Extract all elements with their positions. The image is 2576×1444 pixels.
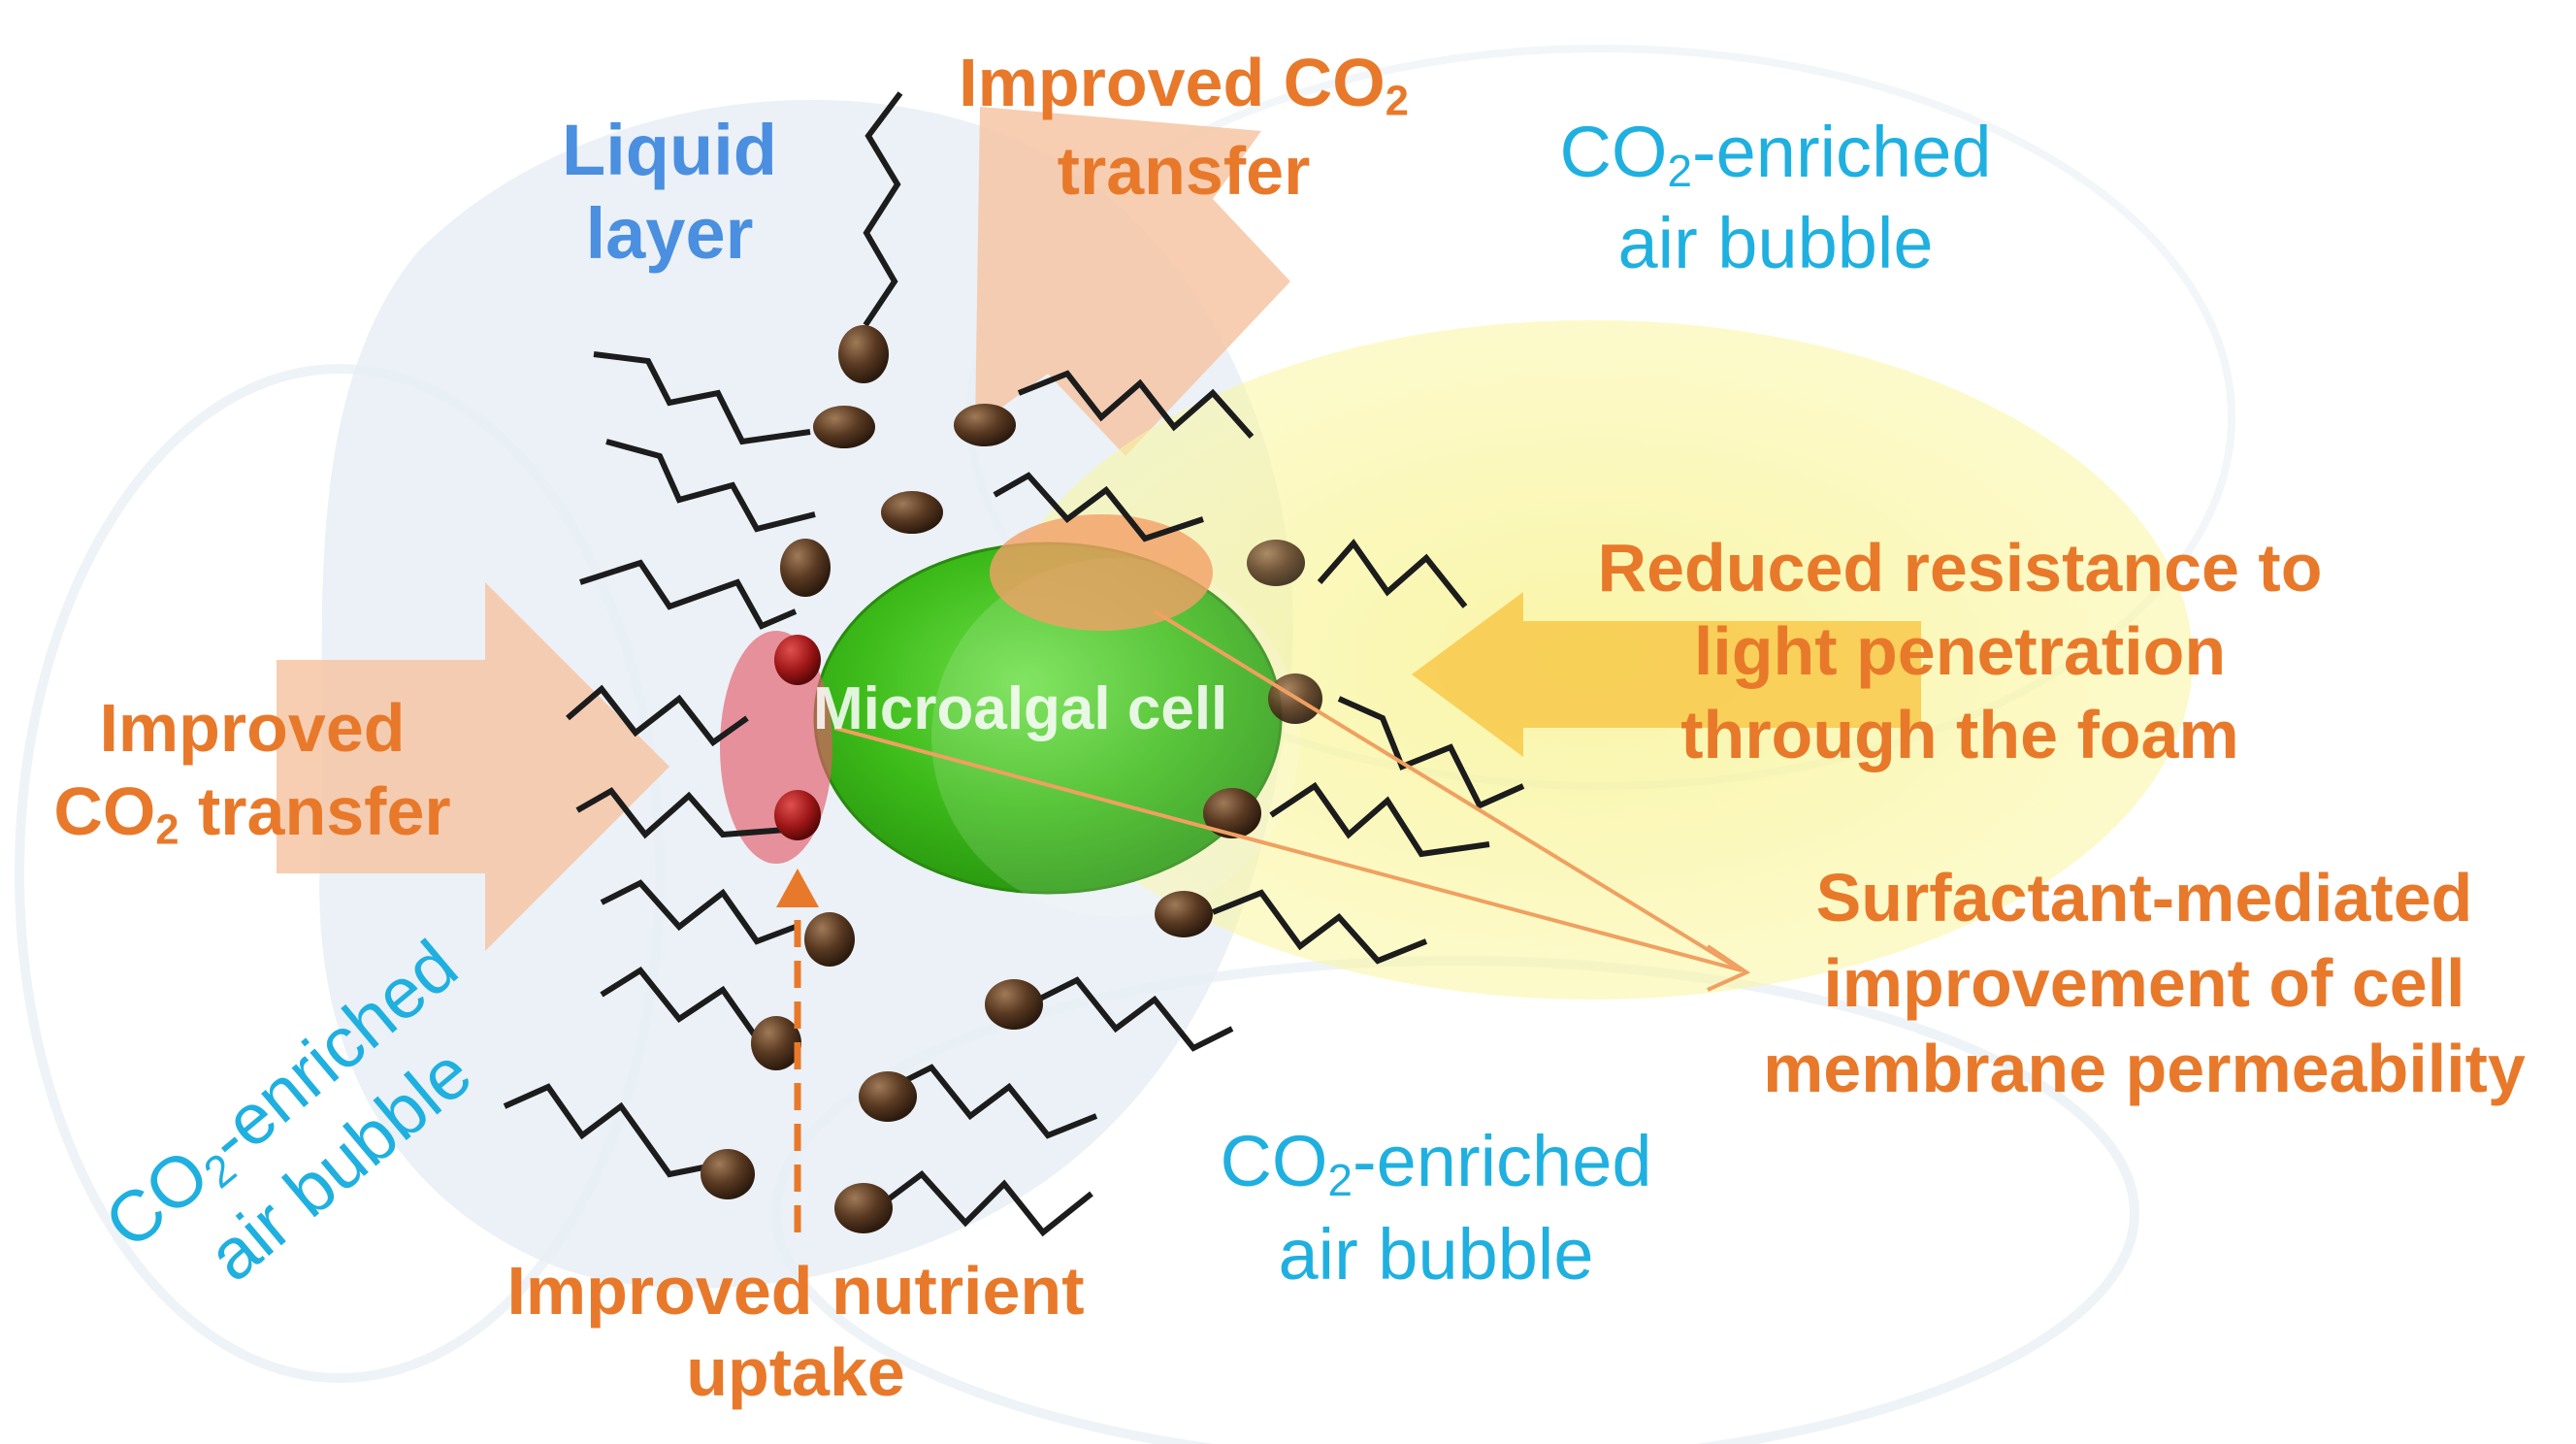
co2-top-sub: 2 [1385,78,1409,125]
surfactant-molecules [503,91,1525,1237]
reduced-line3: through the foam [1680,697,2239,772]
surfactant-line2: improvement of cell [1823,945,2465,1021]
co2-left-prefix: CO [53,773,156,849]
bubble-tr-prefix: CO [1559,112,1668,192]
bubble-br-prefix: CO [1220,1121,1328,1201]
surfactant-line1: Surfactant-mediated [1815,860,2473,935]
surfactant-line3: membrane permeability [1763,1031,2526,1106]
bubble-bottom-right-label: CO2-enriched air bubble [1164,1126,1708,1291]
bubble-br-sub: 2 [1327,1155,1353,1206]
nutrient-uptake-arrow [776,869,819,1232]
co2-top-line2: transfer [1057,132,1311,209]
microalgal-cell-label: Microalgal cell [813,675,1228,742]
liquid-layer-label: Liquid layer [524,115,815,270]
light-penetration-arrow [1412,592,1921,757]
liquid-layer-line2: layer [585,193,754,274]
bubble-top-right-label: CO2-enriched air bubble [1509,116,2042,279]
co2-transfer-arrow-left [277,582,669,951]
bubble-br-suffix: -enriched [1353,1121,1652,1201]
surfactant-label: Surfactant-mediated improvement of cell … [1727,864,2561,1102]
co2-top-prefix: Improved CO [959,45,1386,120]
reduced-line1: Reduced resistance to [1597,530,2323,606]
co2-transfer-arrow-top [975,107,1290,456]
bubble-tr-line2: air bubble [1617,202,1934,283]
bubble-tr-suffix: -enriched [1692,112,1992,192]
reduced-resistance-label: Reduced resistance to light penetration … [1533,534,2387,769]
nutrient-line1: Improved nutrient [506,1253,1085,1329]
co2-left-line1: Improved [99,690,406,766]
nutrient-uptake-label: Improved nutrient uptake [456,1257,1135,1406]
surfactant-pointer-lines [833,609,1751,992]
bubble-tr-sub: 2 [1667,146,1692,197]
bubble-br-line2: air bubble [1278,1213,1594,1295]
membrane-highlight-top [990,514,1213,631]
improved-co2-transfer-left-label: Improved CO2 transfer [19,694,485,852]
co2-left-suffix: transfer [179,773,451,849]
surfactant-heads [701,325,1322,1233]
nutrient-line2: uptake [686,1334,905,1410]
liquid-layer-line1: Liquid [562,110,777,190]
improved-co2-transfer-top-label: Improved CO2 transfer [912,49,1455,205]
co2-left-sub: 2 [155,806,179,854]
reduced-line2: light penetration [1693,613,2227,689]
